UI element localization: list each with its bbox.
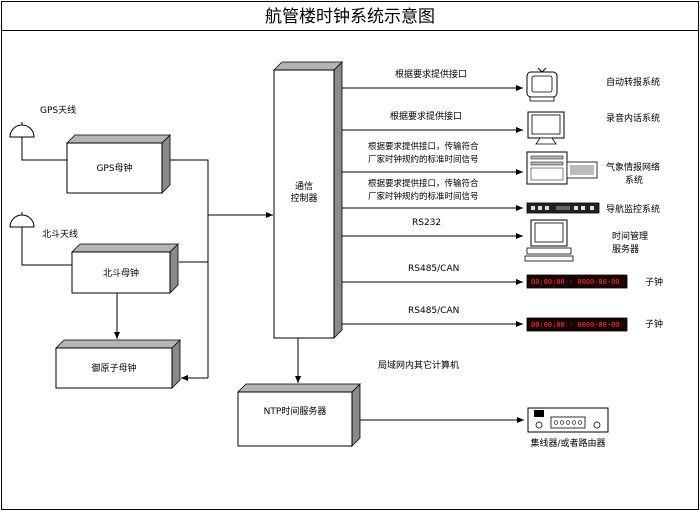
connection-3: 根据要求提供接口，传输符合 厂家时钟规约的标准时间信号 气象情报网络 系统 <box>342 141 660 186</box>
connection-5-target-label-2: 服务器 <box>612 243 639 255</box>
svg-text:00:00:00 · 0000-00-00: 00:00:00 · 0000-00-00 <box>531 278 620 286</box>
led-clock-display-2: 00:00:00 · 0000-00-00 <box>526 317 628 332</box>
connection-4-interface-label-2: 厂家时钟规约的标准时间信号 <box>368 191 479 202</box>
connection-3-interface-label-2: 厂家时钟规约的标准时间信号 <box>368 154 479 165</box>
connection-2-interface-label: 根据要求提供接口 <box>390 110 462 122</box>
gps-antenna-label: GPS天线 <box>40 104 76 116</box>
connection-6: RS485/CAN 子钟 <box>342 264 663 288</box>
connection-3-target-label-1: 气象情报网络 <box>606 161 660 173</box>
clock-bus-lines <box>170 159 273 381</box>
connection-3-interface-label-1: 根据要求提供接口，传输符合 <box>368 141 479 152</box>
gps-antenna-icon <box>9 122 67 161</box>
connection-1: 根据要求提供接口 自动转报系统 <box>342 68 660 91</box>
connection-6-target-label: 子钟 <box>645 276 663 288</box>
workstation-icon <box>526 151 598 185</box>
connection-2: 根据要求提供接口 录音内话系统 <box>342 110 660 133</box>
diagram-title: 航管楼时钟系统示意图 <box>265 7 435 27</box>
connection-1-interface-label: 根据要求提供接口 <box>395 68 467 80</box>
controller-box: 通信 控制器 <box>273 61 343 339</box>
connection-5-target-label-1: 时间管理 <box>612 230 648 242</box>
hub-router-icon <box>527 407 609 433</box>
rack-device-icon <box>526 202 600 214</box>
monitor-icon <box>527 111 565 145</box>
yuyuan-clock-label: 御原子母钟 <box>91 362 136 374</box>
ntp-server-label: NTP时间服务器 <box>264 405 327 417</box>
ntp-server-box: NTP时间服务器 <box>237 383 361 447</box>
pc-server-icon <box>524 219 574 262</box>
connection-4-interface-label-1: 根据要求提供接口，传输符合 <box>368 178 479 189</box>
connection-6-interface-label: RS485/CAN <box>408 264 459 274</box>
connection-5: RS232 时间管理 服务器 <box>342 218 648 255</box>
lan-label: 局域网内其它计算机 <box>378 359 459 371</box>
hub-router-label: 集线器/或者路由器 <box>530 437 605 449</box>
connection-7-interface-label: RS485/CAN <box>408 306 459 316</box>
beidou-antenna-label: 北斗天线 <box>42 228 78 240</box>
connection-4: 根据要求提供接口，传输符合 厂家时钟规约的标准时间信号 导航监控系统 <box>342 178 660 215</box>
controller-label-2: 控制器 <box>290 192 317 204</box>
svg-text:00:00:00 · 0000-00-00: 00:00:00 · 0000-00-00 <box>531 321 620 329</box>
connection-3-target-label-2: 系统 <box>625 174 643 186</box>
connection-5-interface-label: RS232 <box>412 218 441 228</box>
connection-2-target-label: 录音内话系统 <box>606 112 660 124</box>
connection-1-target-label: 自动转报系统 <box>606 76 660 88</box>
controller-label-1: 通信 <box>295 180 313 192</box>
led-clock-display-1: 00:00:00 · 0000-00-00 <box>526 274 628 289</box>
crt-terminal-icon <box>526 67 558 102</box>
yuyuan-clock-box: 御原子母钟 <box>55 339 181 389</box>
gps-master-clock-box: GPS母钟 <box>66 134 171 194</box>
title-box: 航管楼时钟系统示意图 <box>1 1 699 31</box>
beidou-master-clock-box: 北斗母钟 <box>71 243 179 294</box>
connection-7-target-label: 子钟 <box>645 318 663 330</box>
beidou-antenna-icon <box>9 212 72 266</box>
beidou-master-clock-label: 北斗母钟 <box>103 267 139 279</box>
connection-4-target-label: 导航监控系统 <box>606 203 660 215</box>
gps-master-clock-label: GPS母钟 <box>96 162 132 174</box>
connection-7: RS485/CAN 子钟 <box>342 306 663 330</box>
